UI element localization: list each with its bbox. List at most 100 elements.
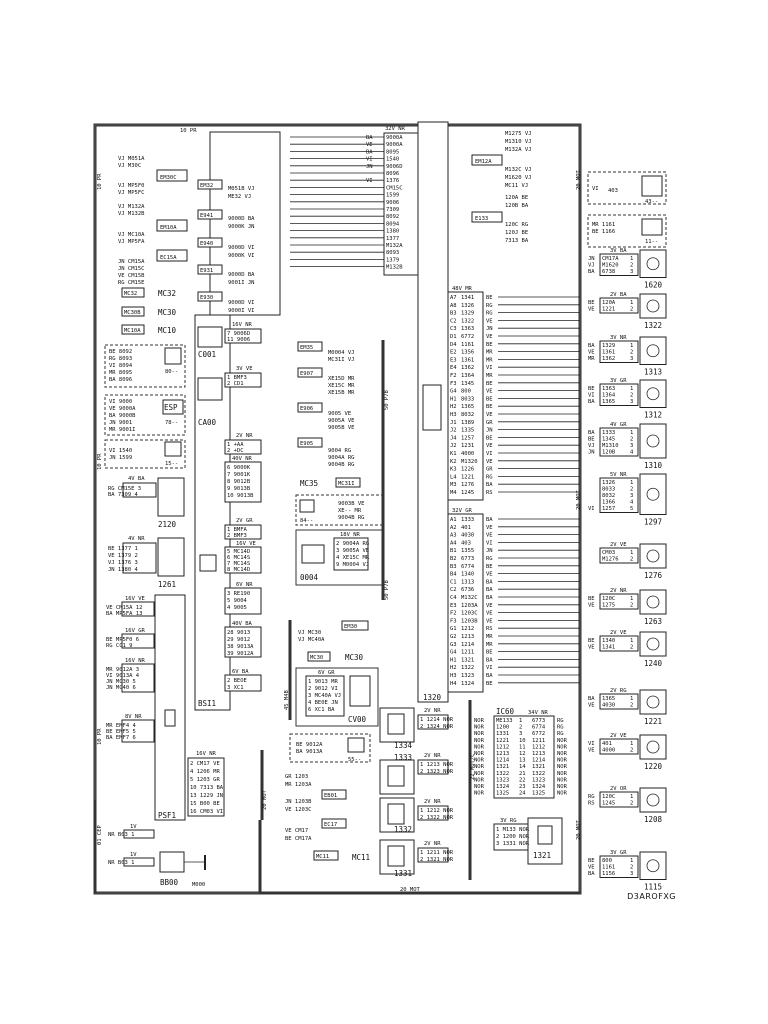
component-pin-color: BA [588,399,595,405]
svg-text:1 BMFA: 1 BMFA [227,527,248,533]
svg-text:29 9012: 29 9012 [227,637,250,643]
component-icon [639,336,667,365]
component-icon [639,473,667,515]
svg-text:5 9004: 5 9004 [227,598,248,604]
svg-text:C001: C001 [198,350,216,359]
gr-pin: H3 [450,673,457,679]
svg-text:JN CM15C: JN CM15C [118,266,145,272]
component-pin-color: BA [588,269,595,275]
svg-text:MC10A: MC10A [124,328,141,334]
svg-text:15--: 15-- [165,461,178,467]
mr-pin: M3 [450,482,457,488]
ic60-pin: 22 [519,777,526,783]
svg-text:M1620 VJ: M1620 VJ [505,175,532,181]
svg-text:2120: 2120 [158,520,177,529]
top-connector-wire: 9000A [386,135,403,141]
ic60-side: NOR [557,751,568,757]
svg-text:3 9005A VE: 3 9005A VE [336,548,369,554]
svg-text:BA EMF7 6: BA EMF7 6 [106,735,136,741]
component-icon [639,249,667,278]
svg-text:EC17: EC17 [324,822,337,828]
svg-text:2V NR: 2V NR [424,841,441,847]
svg-text:XE15C MR: XE15C MR [328,383,355,389]
svg-text:VJ M30C: VJ M30C [118,163,141,169]
component-pin-color: MR [588,356,595,362]
mr-color: BE [486,404,493,410]
gr-wire: 1313 [461,579,474,585]
svg-text:32V GR: 32V GR [452,508,473,514]
gr-wire: 1355 [461,548,474,554]
mr-color: BE [486,295,493,301]
mr-pin: D1 [450,334,457,340]
component-pin-color: VI [588,506,595,512]
gr-pin: G2 [450,634,457,640]
svg-text:3V RG: 3V RG [500,818,517,824]
svg-text:VJ 1376 3: VJ 1376 3 [108,560,138,566]
component-pin-wire: 8033 [602,487,615,493]
ic60-pin: 2 [519,725,522,731]
svg-text:M132A VJ: M132A VJ [505,147,532,153]
component-label: 1220 [644,762,663,771]
component-2120: 4V BA RG CM15E 3 BA 7309 4 2120 [108,476,185,529]
ic60-side: NOR [557,758,568,764]
component-pin-num: 1 [630,300,633,306]
svg-text:ME32 VJ: ME32 VJ [228,194,251,200]
gr-pin: C2 [450,587,457,593]
component-cv00: 6V GR 1 9013 MR 2 9012 VI 3 MC40A VJ 4 B… [295,667,379,727]
component-pin-color: BE [588,437,595,443]
svg-text:XE15D MR: XE15D MR [328,376,355,382]
component-78: ESP VI 9000 VE 9000A BA 9000B JN 9001 MR… [104,394,186,436]
component-pin-color: RG [588,794,595,800]
mr-wire: 1389 [461,420,474,426]
svg-text:9005A VE: 9005A VE [328,418,355,424]
gr-wire: 1203B [461,618,478,624]
mr-wire: 1161 [461,342,474,348]
mr-wire: 1356 [461,350,474,356]
diagram-reference: D3AROFXG [627,892,676,901]
mr-color: BE [486,342,493,348]
svg-text:0004: 0004 [300,573,319,582]
svg-text:JN 9001: JN 9001 [109,420,132,426]
bsi-c001: C001 16V NR 7 9006D 11 9006 [197,322,262,359]
svg-text:MR 8095: MR 8095 [109,370,132,376]
component-pin-color: VI [588,393,595,399]
component-pin-color: VJ [588,263,595,269]
svg-text:40V BA: 40V BA [232,621,253,627]
svg-text:EC15A: EC15A [160,255,177,261]
svg-text:EM30: EM30 [344,624,357,630]
svg-text:9000D BA: 9000D BA [228,216,255,222]
top-connector-wire: 1376 [386,178,399,184]
gr-pin: A3 [450,533,457,539]
component-pin-wire: 800 [602,858,612,864]
gr-color: BA [486,673,493,679]
svg-text:RG 8093: RG 8093 [109,356,132,362]
svg-text:6 XC1 BA: 6 XC1 BA [308,707,335,713]
top-connector-wire: 1377 [386,236,399,242]
gr-color: VE [486,618,493,624]
svg-text:M132C VJ: M132C VJ [505,167,532,173]
svg-text:MR EMF4 4: MR EMF4 4 [106,723,136,729]
gr-pin: A1 [450,517,457,523]
mr-color: VE [486,443,493,449]
svg-text:MR 9012A 3: MR 9012A 3 [106,667,139,673]
ic60-side: NOR [557,777,568,783]
component-pin-wire: 1362 [602,356,615,362]
component-mc32: MC32 MC32 [121,287,176,298]
gr-pin: F2 [450,611,457,617]
bsi-2v-nr: 2V NR 1 +AA 2 +DC [224,433,262,455]
component-pin-num: 4 [630,450,634,456]
mr-wire: 1335 [461,428,474,434]
svg-text:7 MC14S: 7 MC14S [227,561,250,567]
svg-text:VJ MP5FA: VJ MP5FA [118,239,145,245]
svg-text:16V VE: 16V VE [236,541,256,547]
component-label: 1263 [644,617,662,626]
component-pin-wire: 1257 [602,506,615,512]
harness-label-right-low: 20 MOT [576,819,582,840]
component-connector-label: 5V NR [610,472,627,478]
gr-color: BA [486,517,493,523]
component-icon [639,293,667,319]
gr-wire: 6774 [461,564,475,570]
ic60-wire-right: 1211 [532,738,545,744]
